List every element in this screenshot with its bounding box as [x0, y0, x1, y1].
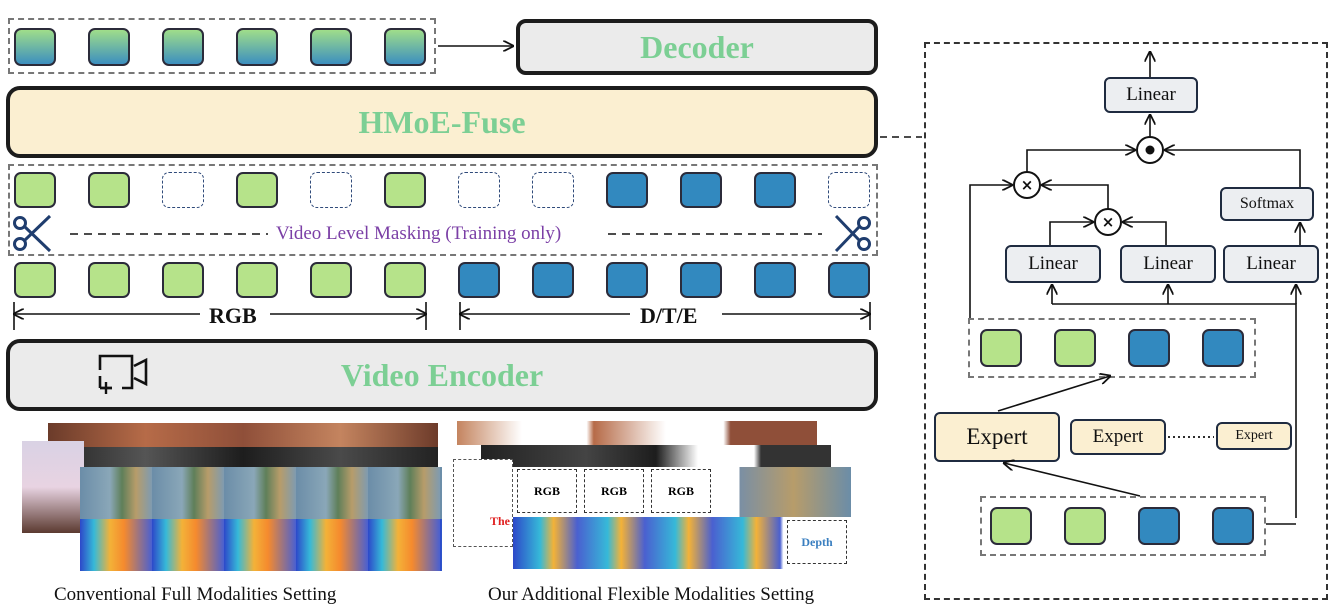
decoder-block: Decoder	[516, 19, 878, 75]
input-token	[1212, 507, 1254, 545]
hmoe-detail-panel	[924, 42, 1328, 600]
masked-token-empty	[310, 172, 352, 208]
rgb-token	[310, 262, 352, 298]
linear-top-label: Linear	[1126, 84, 1176, 105]
rgb-token	[14, 262, 56, 298]
linear-c-label: Linear	[1246, 253, 1296, 274]
flexible-caption: Our Additional Flexible Modalities Setti…	[488, 584, 815, 605]
dte-token	[606, 262, 648, 298]
masked-token	[384, 172, 426, 208]
masked-token	[754, 172, 796, 208]
conventional-frames-stack	[22, 423, 450, 571]
linear-b-box: Linear	[1120, 245, 1216, 283]
rgb-token	[88, 262, 130, 298]
decoder-token	[162, 28, 204, 66]
fused-token	[1128, 329, 1170, 367]
expert-1-box: Expert	[934, 412, 1060, 462]
expert-3-box: Expert	[1216, 422, 1292, 450]
masked-token	[680, 172, 722, 208]
masked-token-empty	[458, 172, 500, 208]
dte-token	[754, 262, 796, 298]
linear-a-box: Linear	[1005, 245, 1101, 283]
fused-token	[980, 329, 1022, 367]
video-encoder-block: Video Encoder	[6, 339, 878, 411]
linear-c-box: Linear	[1223, 245, 1319, 283]
frame-layer-back	[48, 423, 438, 449]
rgb-token	[162, 262, 204, 298]
frame-layer-rgb	[80, 467, 442, 519]
hmoe-fuse-block: HMoE-Fuse	[6, 86, 878, 158]
fused-token	[1054, 329, 1096, 367]
expert-3-label: Expert	[1235, 428, 1273, 443]
hmoe-fuse-label: HMoE-Fuse	[358, 103, 526, 140]
conventional-caption: Conventional Full Modalities Setting	[54, 584, 337, 605]
flex-rgb-placeholder: RGB	[651, 469, 711, 513]
decoder-token	[310, 28, 352, 66]
flex-frame-layer-mid	[481, 445, 831, 467]
input-token	[990, 507, 1032, 545]
flex-rgb-placeholder: RGB	[584, 469, 644, 513]
fused-token	[1202, 329, 1244, 367]
masked-token-empty	[162, 172, 204, 208]
flex-rgb-label: RGB	[533, 483, 560, 498]
masked-token	[606, 172, 648, 208]
expert-2-box: Expert	[1070, 419, 1166, 455]
masked-token	[236, 172, 278, 208]
dte-label: D/T/E	[636, 303, 702, 329]
softmax-box: Softmax	[1220, 187, 1314, 221]
flex-depth-placeholder: Depth	[787, 520, 847, 564]
decoder-token	[88, 28, 130, 66]
linear-b-label: Linear	[1143, 253, 1193, 274]
expert-1-label: Expert	[966, 424, 1028, 449]
masking-group	[8, 164, 878, 256]
masked-token-empty	[532, 172, 574, 208]
dte-token	[828, 262, 870, 298]
masked-token	[88, 172, 130, 208]
decoder-token-group	[8, 18, 436, 74]
linear-a-label: Linear	[1028, 253, 1078, 274]
flex-frame-layer-back	[457, 421, 817, 445]
flexible-frames-stack: The RGB RGB RGB Depth	[453, 419, 853, 571]
softmax-label: Softmax	[1239, 195, 1295, 212]
dte-token	[680, 262, 722, 298]
dte-token	[458, 262, 500, 298]
rgb-label: RGB	[205, 303, 261, 329]
input-token	[1138, 507, 1180, 545]
decoder-token	[236, 28, 278, 66]
flex-rgb-label: RGB	[600, 483, 627, 498]
flex-thermal-label: The	[490, 514, 511, 528]
dte-token	[532, 262, 574, 298]
input-token	[1064, 507, 1106, 545]
frame-layer-depth	[80, 519, 442, 571]
expert-2-label: Expert	[1092, 426, 1144, 447]
flex-frame-layer-side: The	[453, 459, 513, 547]
decoder-token	[384, 28, 426, 66]
flex-depth-label: Depth	[801, 534, 833, 549]
masked-token-empty	[828, 172, 870, 208]
frame-layer-side	[22, 441, 84, 533]
linear-top-box: Linear	[1104, 77, 1198, 113]
video-encoder-label: Video Encoder	[340, 356, 544, 393]
masked-token	[14, 172, 56, 208]
masking-label: Video Level Masking (Training only)	[276, 223, 562, 244]
rgb-token	[236, 262, 278, 298]
rgb-token	[384, 262, 426, 298]
flex-rgb-placeholder: RGB	[517, 469, 577, 513]
decoder-label: Decoder	[640, 28, 754, 65]
flex-rgb-label: RGB	[667, 483, 694, 498]
decoder-token	[14, 28, 56, 66]
